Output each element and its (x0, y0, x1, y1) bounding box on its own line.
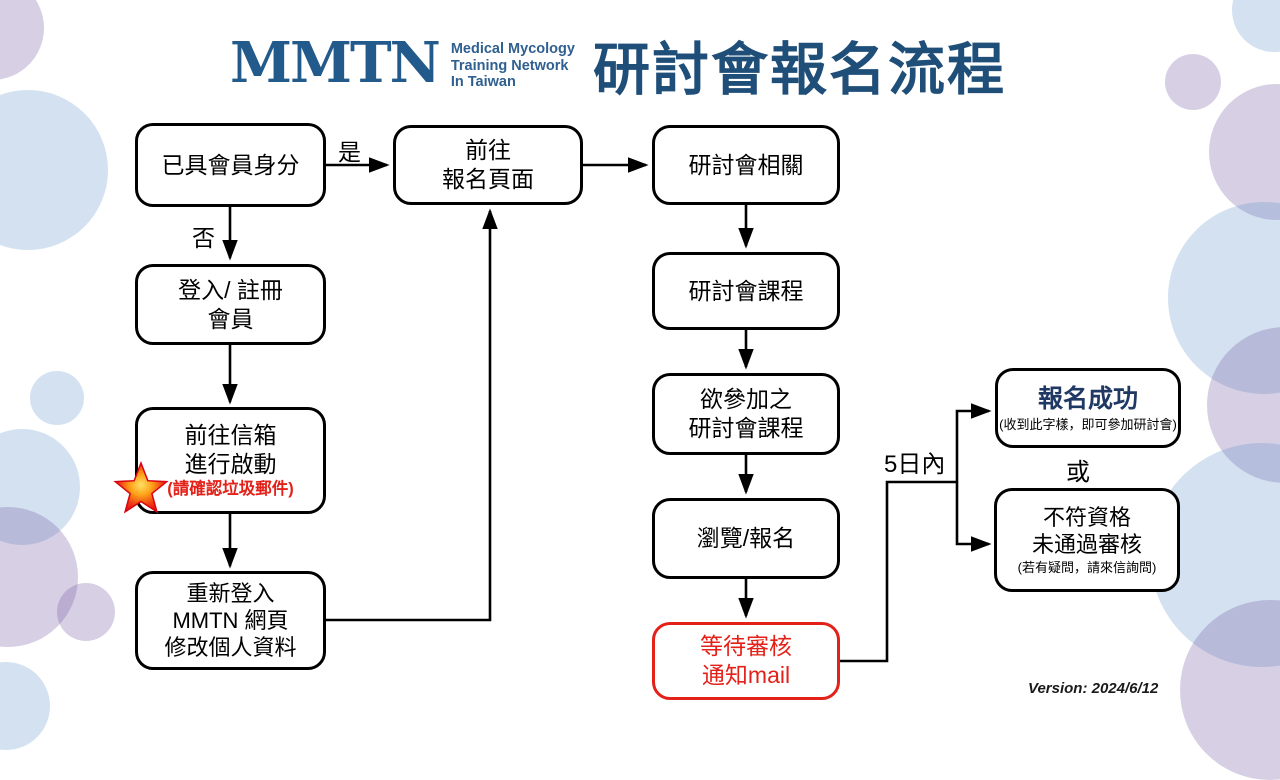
flow-box-goto-register-page: 前往 報名頁面 (393, 125, 583, 205)
box-text: 修改個人資料 (164, 635, 297, 661)
box-text: 前往 (465, 137, 511, 164)
logo-subtitle-line: Training Network (450, 57, 569, 74)
flow-box-relogin: 重新登入 MMTN 網頁 修改個人資料 (135, 571, 326, 670)
mmtn-logo-text: MMTN (230, 30, 441, 96)
spam-check-note: (請確認垃圾郵件) (167, 480, 294, 499)
box-text: 報名頁面 (442, 166, 534, 192)
label-no: 否 (192, 225, 215, 251)
decor-circle (57, 583, 115, 641)
flow-box-register-success: 報名成功 (收到此字樣，即可參加研討會) (995, 368, 1181, 448)
flow-box-member-status: 已具會員身分 (135, 123, 326, 207)
flow-arrows-layer (222, 157, 992, 663)
flow-box-activate-mailbox: 前往信箱 進行啟動 (請確認垃圾郵件) (135, 407, 326, 514)
box-text: 未通過審核 (1031, 532, 1142, 558)
flow-box-course-select: 欲參加之 研討會課程 (652, 373, 840, 455)
flow-box-seminar-course: 研討會課程 (652, 252, 840, 330)
box-text: 瀏覽/報名 (696, 525, 796, 552)
box-text: 登入/ 註冊 (178, 276, 283, 303)
box-text: 欲參加之 (700, 386, 792, 413)
flow-box-seminar-related: 研討會相關 (652, 125, 840, 205)
box-text: 研討會課程 (688, 415, 804, 441)
flow-box-browse-register: 瀏覽/報名 (652, 498, 840, 579)
flow-box-login-register: 登入/ 註冊 會員 (135, 264, 326, 345)
success-note: (收到此字樣，即可參加研討會) (999, 416, 1177, 432)
box-text: 會員 (207, 305, 254, 332)
mmtn-logo: MMTN Medical Mycology Training Network I… (230, 33, 575, 93)
box-text: 進行啟動 (184, 450, 277, 477)
box-text: 不符資格 (1042, 504, 1131, 530)
success-title: 報名成功 (1037, 384, 1138, 413)
logo-subtitle-line: In Taiwan (450, 74, 516, 90)
logo-subtitle-line: Medical Mycology (450, 41, 575, 57)
mmtn-logo-subtitle: Medical Mycology Training Network In Tai… (451, 41, 575, 91)
decor-circle (1165, 54, 1221, 110)
label-yes: 是 (338, 139, 361, 165)
label-or: 或 (1066, 459, 1090, 486)
box-text: 重新登入 (186, 580, 275, 606)
flow-box-not-qualified: 不符資格 未通過審核 (若有疑問，請來信詢問) (994, 488, 1180, 592)
star-icon (113, 461, 169, 514)
box-text: 前往信箱 (184, 422, 277, 449)
version-text: Version: 2024/6/12 (1028, 680, 1159, 697)
box-text: 通知mail (701, 662, 791, 688)
rejected-note: (若有疑問，請來信詢問) (1017, 560, 1157, 576)
box-text: 研討會相關 (688, 151, 804, 178)
box-text: 等待審核 (700, 633, 792, 660)
box-text: 已具會員身分 (161, 151, 300, 178)
flow-box-wait-review-mail: 等待審核 通知mail (652, 622, 840, 700)
box-text: MMTN 網頁 (172, 607, 289, 633)
label-five-days: 5日內 (884, 451, 946, 478)
box-text: 研討會課程 (688, 277, 804, 304)
decor-circle (30, 371, 84, 425)
page-title: 研討會報名流程 (593, 38, 1006, 102)
